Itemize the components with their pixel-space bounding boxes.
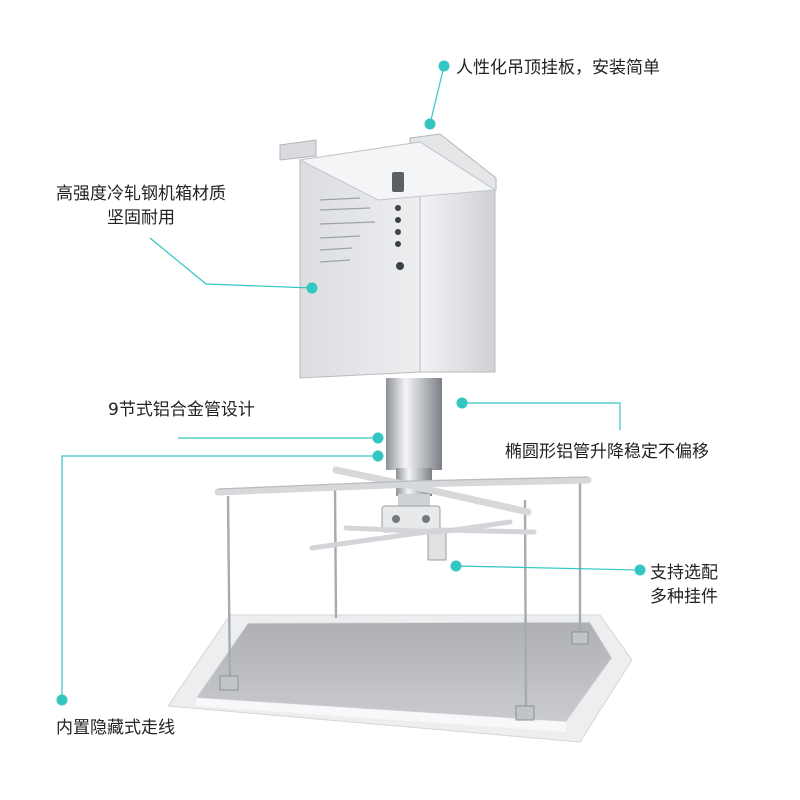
cross-frame: [214, 466, 592, 516]
callout-steel-box-line2: 坚固耐用: [107, 208, 175, 228]
callout-mount-line1: 支持选配: [650, 563, 718, 583]
callout-leaders: [61, 65, 641, 700]
callout-top-plate-text: 人性化吊顶挂板，安装简单: [456, 58, 660, 78]
callout-wiring-text: 内置隐藏式走线: [56, 718, 175, 738]
callout-tube: 9节式铝合金管设计: [108, 398, 255, 422]
callout-tube-text: 9节式铝合金管设计: [108, 400, 255, 420]
callout-steel-box: 高强度冷轧钢机箱材质 坚固耐用: [56, 182, 226, 230]
callout-dots: [56, 60, 646, 706]
suspension-rods: [226, 483, 582, 713]
callout-steel-box-line1: 高强度冷轧钢机箱材质: [56, 184, 226, 204]
callout-mount: 支持选配 多种挂件: [650, 561, 718, 609]
callout-oval-tube: 椭圆形铝管升降稳定不偏移: [505, 440, 709, 464]
projector-mount: [309, 505, 537, 561]
rod-brackets: [219, 631, 589, 721]
callout-wiring: 内置隐藏式走线: [56, 716, 175, 740]
steel-box: [298, 141, 497, 379]
callout-top-plate: 人性化吊顶挂板，安装简单: [456, 56, 660, 80]
callout-mount-line2: 多种挂件: [650, 587, 718, 607]
callout-oval-tube-text: 椭圆形铝管升降稳定不偏移: [505, 442, 709, 462]
